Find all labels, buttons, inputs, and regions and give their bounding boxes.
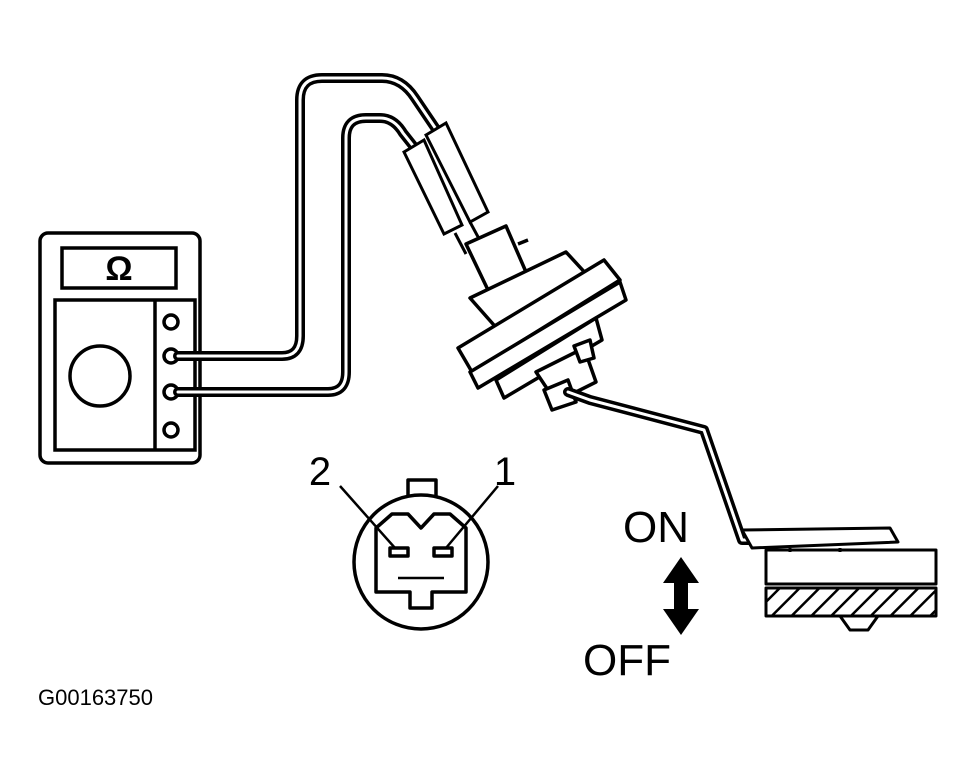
fuel-sender-unit [456,224,628,412]
probe [424,120,490,225]
meter-terminal [162,421,180,439]
sender-gasket [494,316,604,400]
test-probes [402,120,490,255]
pin-leaders [339,485,499,549]
float-assembly [740,526,938,632]
sender-tab [572,338,596,364]
connector-face [352,478,490,631]
ohmmeter-display [60,246,178,290]
float-bracket [740,526,900,550]
float-tip [838,614,880,632]
connector-cavity [374,512,468,610]
float-arm [563,387,835,545]
float-hatched [764,586,938,618]
float-upper [764,548,938,586]
figure-code: G00163750 [38,685,153,710]
test-leads [173,73,445,397]
connector-pin-1 [432,546,454,558]
connector-pin-2 [388,546,410,558]
off-label: OFF [583,636,671,685]
ohmmeter [38,231,202,465]
on-label: ON [623,503,689,552]
probe [402,137,464,237]
on-off-arrow [663,557,699,635]
meter-terminal [162,313,180,331]
sender-flange [456,258,622,374]
pin-1-label: 1 [494,450,516,494]
ohm-symbol: Ω [105,250,132,288]
ohmmeter-dial [68,344,132,408]
pin-2-label: 2 [309,450,331,494]
sender-flange-lower [468,280,628,390]
